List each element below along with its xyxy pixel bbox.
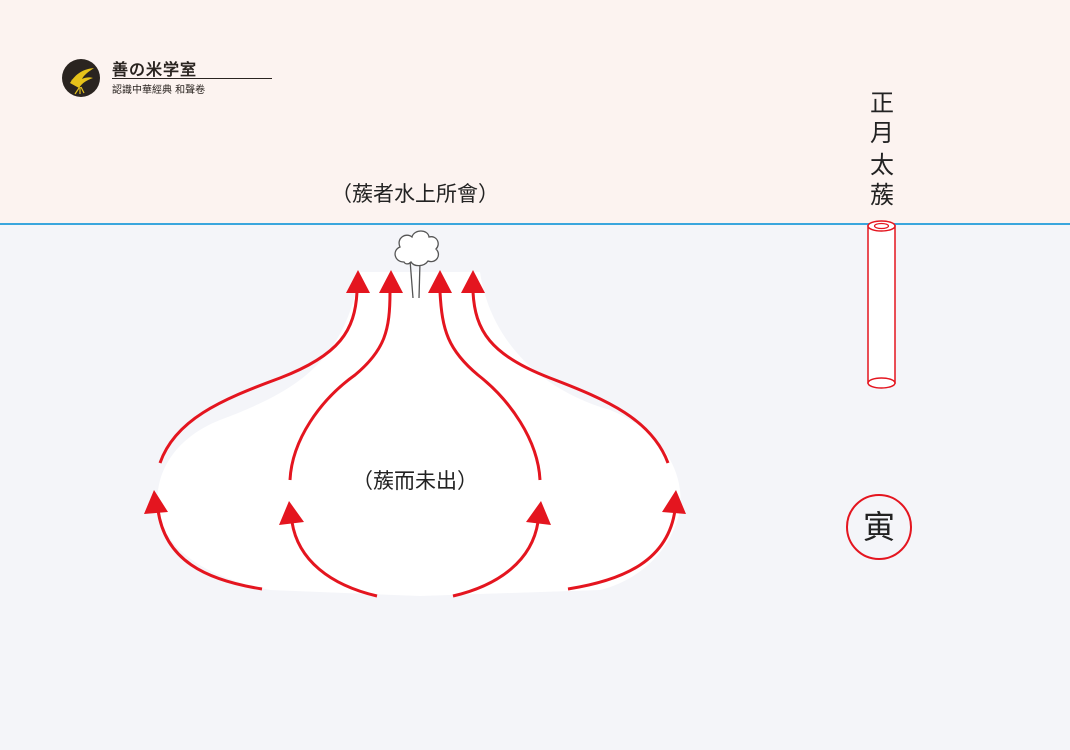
arrowhead-lower-2: [279, 501, 304, 525]
arrowhead-upper-1: [346, 270, 370, 293]
surface-caption: （蔟者水上所會）: [331, 182, 499, 206]
logo-subtitle: 認識中華經典 和聲卷: [112, 85, 206, 96]
arrow-lower-left-inner: [290, 521, 378, 598]
arrowhead-lower-4: [662, 490, 686, 514]
arrow-lower-left-outer: [156, 509, 263, 591]
pitch-label: 太蔟: [870, 151, 894, 209]
arrow-upper-right-outer: [471, 291, 670, 464]
rising-caption: （蔟而未出）: [352, 469, 478, 493]
arrowhead-upper-2: [379, 270, 403, 293]
month-label: 正月: [870, 89, 894, 147]
arrowhead-lower-3: [526, 501, 551, 525]
arrowhead-upper-3: [428, 270, 452, 293]
pitch-pipe-icon: [867, 220, 896, 389]
ground-surface-line: [0, 223, 1070, 225]
logo-divider: [112, 78, 272, 79]
logo-title: 善の米学室: [112, 60, 198, 79]
earthly-branch-badge: 寅: [846, 494, 912, 560]
rising-qi-region: [157, 272, 681, 596]
arrow-upper-right-inner: [438, 291, 542, 481]
cloud-puff-icon: [394, 230, 440, 299]
arrow-lower-right-inner: [452, 521, 540, 598]
sky-region: [0, 0, 1070, 225]
bird-emblem-icon: [62, 59, 100, 97]
arrow-lower-right-outer: [567, 509, 677, 591]
arrowhead-upper-4: [461, 270, 485, 293]
arrow-upper-left-inner: [288, 291, 392, 481]
arrow-upper-left-outer: [158, 291, 359, 464]
earthly-branch-label: 寅: [862, 508, 895, 546]
arrowhead-lower-1: [144, 490, 168, 514]
